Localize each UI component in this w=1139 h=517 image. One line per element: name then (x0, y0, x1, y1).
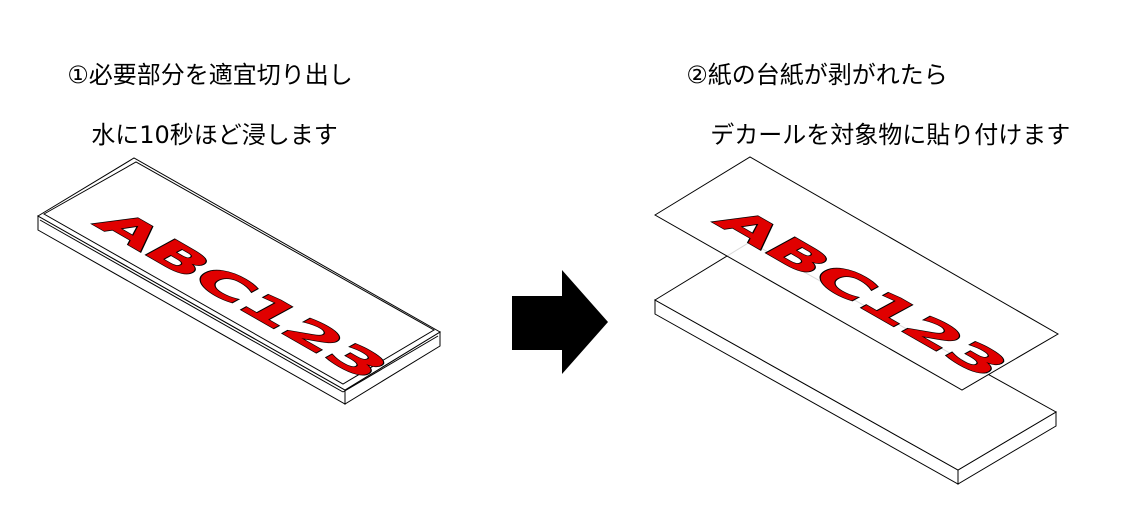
decal-film-right (654, 156, 1059, 391)
target-board-top-face (654, 241, 1058, 471)
decal-on-backing-paper: ABC123 (37, 157, 441, 405)
step1-line2: 水に10秒ほど浸します (67, 121, 338, 149)
step1-instructions: ①必要部分を適宜切り出し 水に10秒ほど浸します (52, 30, 353, 150)
step2-line2: デカールを対象物に貼り付けます (686, 121, 1071, 149)
step2-line1: ②紙の台紙が剥がれたら (686, 61, 948, 89)
right-arrow-icon (512, 270, 608, 374)
step2-instructions: ②紙の台紙が剥がれたら デカールを対象物に貼り付けます (671, 30, 1070, 150)
decal-lifted-from-board: ABC123 (654, 156, 1059, 485)
decal-film-left (42, 161, 435, 385)
step1-line1: ①必要部分を適宜切り出し (67, 61, 353, 89)
